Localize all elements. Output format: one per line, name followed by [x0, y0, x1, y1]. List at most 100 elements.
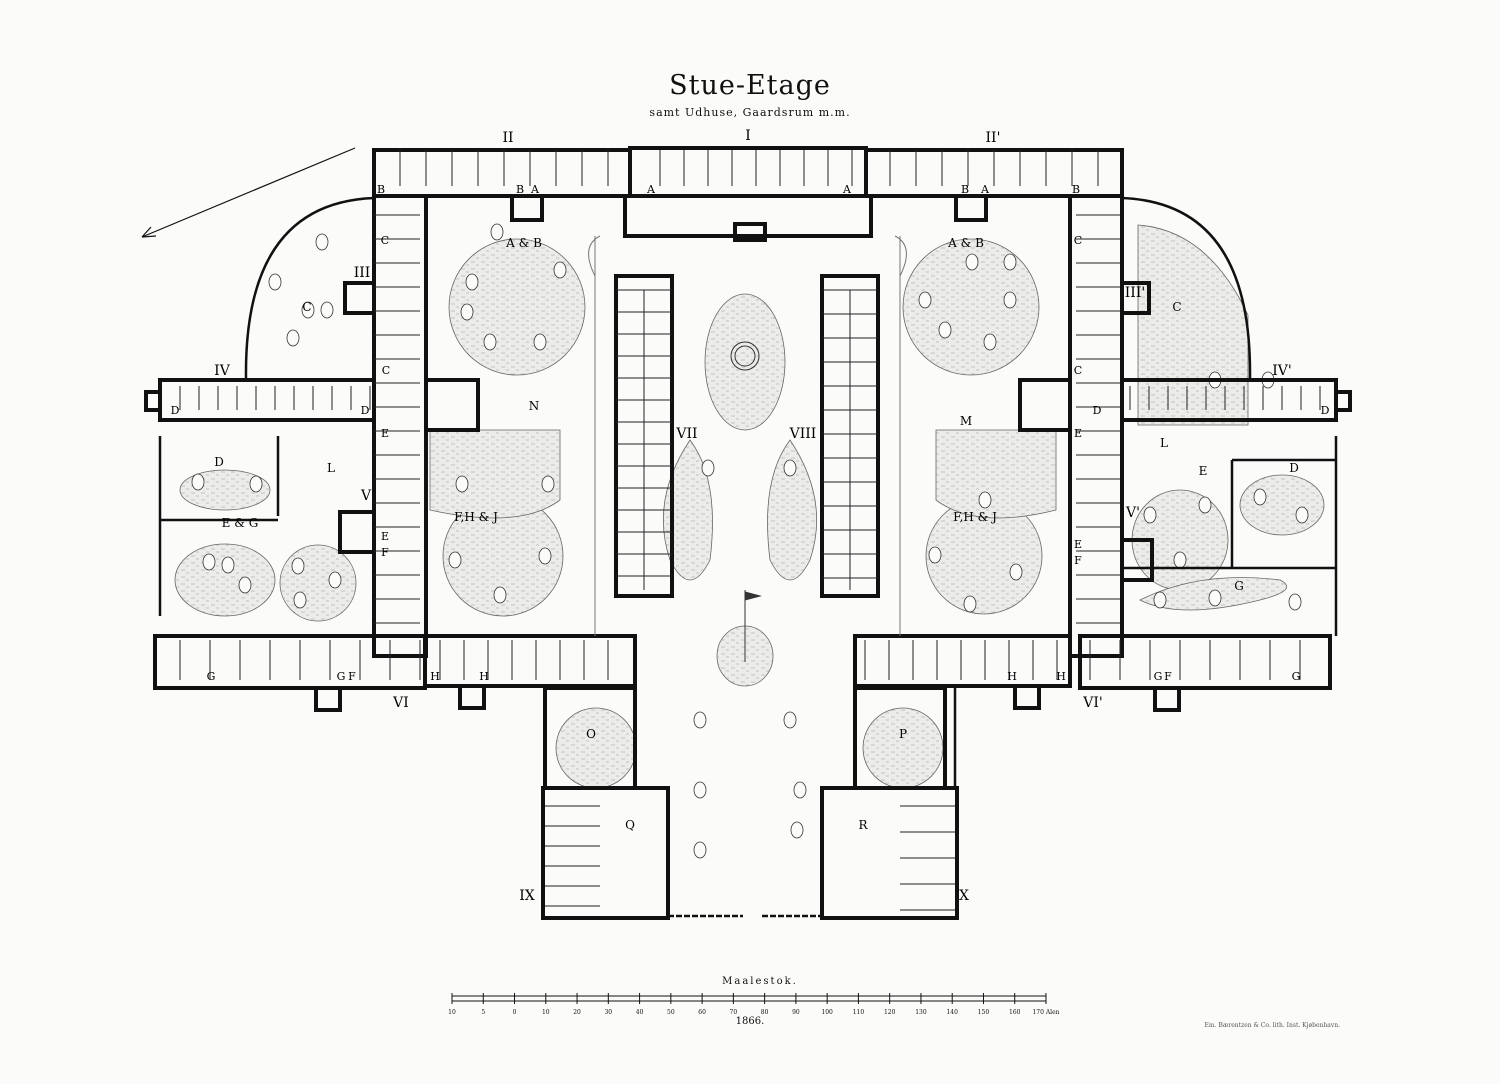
room-letter: D	[1093, 404, 1102, 417]
tree-icon	[328, 571, 342, 589]
wing-label: IX	[519, 888, 535, 904]
tree-icon	[483, 333, 497, 351]
tree-icon	[541, 475, 555, 493]
room-letter: C	[1074, 234, 1082, 247]
room-letter: D	[361, 404, 370, 417]
scale-tick-label: 130	[915, 1009, 927, 1016]
tree-icon	[793, 781, 807, 799]
tree-icon	[1253, 488, 1267, 506]
room-letter: F	[1164, 670, 1172, 683]
tree-icon	[918, 291, 932, 309]
area-label: L	[1160, 436, 1168, 450]
room-letter: D	[171, 404, 180, 417]
tree-icon	[221, 556, 235, 574]
scale-tick-label: 80	[761, 1009, 769, 1016]
tree-icon	[1009, 563, 1023, 581]
room-letter: C	[381, 234, 389, 247]
tree-icon	[315, 233, 329, 251]
tree-icon	[533, 333, 547, 351]
tree-icon	[693, 841, 707, 859]
wing-label: II'	[986, 130, 1001, 146]
area-label: A & B	[947, 236, 984, 250]
tree-icon	[553, 261, 567, 279]
lithographer-credit: Em. Bærentzen & Co. lith. Inst. Kjøbenha…	[1204, 1022, 1340, 1029]
tree-icon	[1003, 253, 1017, 271]
scale-tick-label: 170 Alen	[1032, 1009, 1059, 1016]
room-partitions	[179, 150, 1321, 911]
tree-icon	[783, 711, 797, 729]
area-label: A & B	[505, 236, 542, 250]
wing-label: III	[354, 265, 371, 281]
area-label: P	[899, 727, 907, 741]
plan-year: 1866.	[735, 1016, 765, 1027]
tree-icon	[1288, 593, 1302, 611]
room-letter: B	[1072, 183, 1080, 196]
tree-icon	[291, 557, 305, 575]
courtyard-walls	[158, 196, 1338, 918]
scale-tick-label: 140	[946, 1009, 958, 1016]
tree-icon	[963, 595, 977, 613]
tree-icon	[1173, 551, 1187, 569]
scale-tick-label: 150	[978, 1009, 990, 1016]
scale-title: Maalestok.	[722, 976, 798, 987]
tree-icon	[790, 821, 804, 839]
scale-tick-label: 120	[884, 1009, 896, 1016]
area-label: Q	[625, 818, 635, 832]
area-label: M	[960, 414, 972, 428]
tree-icon	[301, 301, 315, 319]
page-title: Stue-Etage	[669, 70, 831, 101]
scale-tick-label: 70	[730, 1009, 738, 1016]
room-letter: B	[516, 183, 524, 196]
wing-label: IV'	[1272, 363, 1292, 379]
room-letter: A	[980, 183, 990, 196]
room-letter: G	[1154, 670, 1163, 683]
room-letter: H	[430, 670, 440, 683]
tree-icon	[493, 586, 507, 604]
scale-tick-label: 50	[667, 1009, 675, 1016]
room-letter: E	[1074, 538, 1082, 551]
tree-icon	[286, 329, 300, 347]
wing-label: VIII	[789, 426, 817, 442]
room-letter: H	[1007, 670, 1017, 683]
tree-icon	[1295, 506, 1309, 524]
room-letter: A	[530, 183, 540, 196]
wing-label: III'	[1125, 285, 1145, 301]
scale-tick-label: 100	[821, 1009, 833, 1016]
area-label: O	[586, 727, 596, 741]
tree-icon	[448, 551, 462, 569]
room-letter: E	[1074, 427, 1082, 440]
scale-tick-label: 40	[636, 1009, 644, 1016]
room-letter: A	[646, 183, 656, 196]
tree-icon	[238, 576, 252, 594]
tree-icon	[490, 223, 504, 241]
room-letter: F	[348, 670, 356, 683]
area-label: N	[529, 399, 540, 413]
room-letter: A	[842, 183, 852, 196]
area-label: E & G	[222, 516, 259, 530]
room-letter: F	[1074, 554, 1082, 567]
room-letter: G	[337, 670, 346, 683]
scale-tick-label: 60	[698, 1009, 706, 1016]
area-label: C	[302, 300, 311, 314]
scale-tick-label: 20	[573, 1009, 581, 1016]
room-letter: H	[479, 670, 489, 683]
wing-label: VI	[392, 695, 409, 711]
area-label: G	[1234, 579, 1244, 593]
scale-tick-label: 90	[792, 1009, 800, 1016]
room-letter: G	[207, 670, 216, 683]
scale-tick-label: 110	[853, 1009, 865, 1016]
tree-icon	[1153, 591, 1167, 609]
tree-icon	[202, 553, 216, 571]
wing-label: X	[959, 888, 969, 904]
scale-tick-label: 160	[1009, 1009, 1021, 1016]
tree-icon	[1003, 291, 1017, 309]
tree-icon	[249, 475, 263, 493]
wing-label: V'	[1125, 505, 1140, 521]
wing-label: I	[745, 128, 751, 144]
area-label: L	[327, 461, 335, 475]
room-letter: H	[1056, 670, 1066, 683]
scale-tick-label: 0	[513, 1009, 517, 1016]
